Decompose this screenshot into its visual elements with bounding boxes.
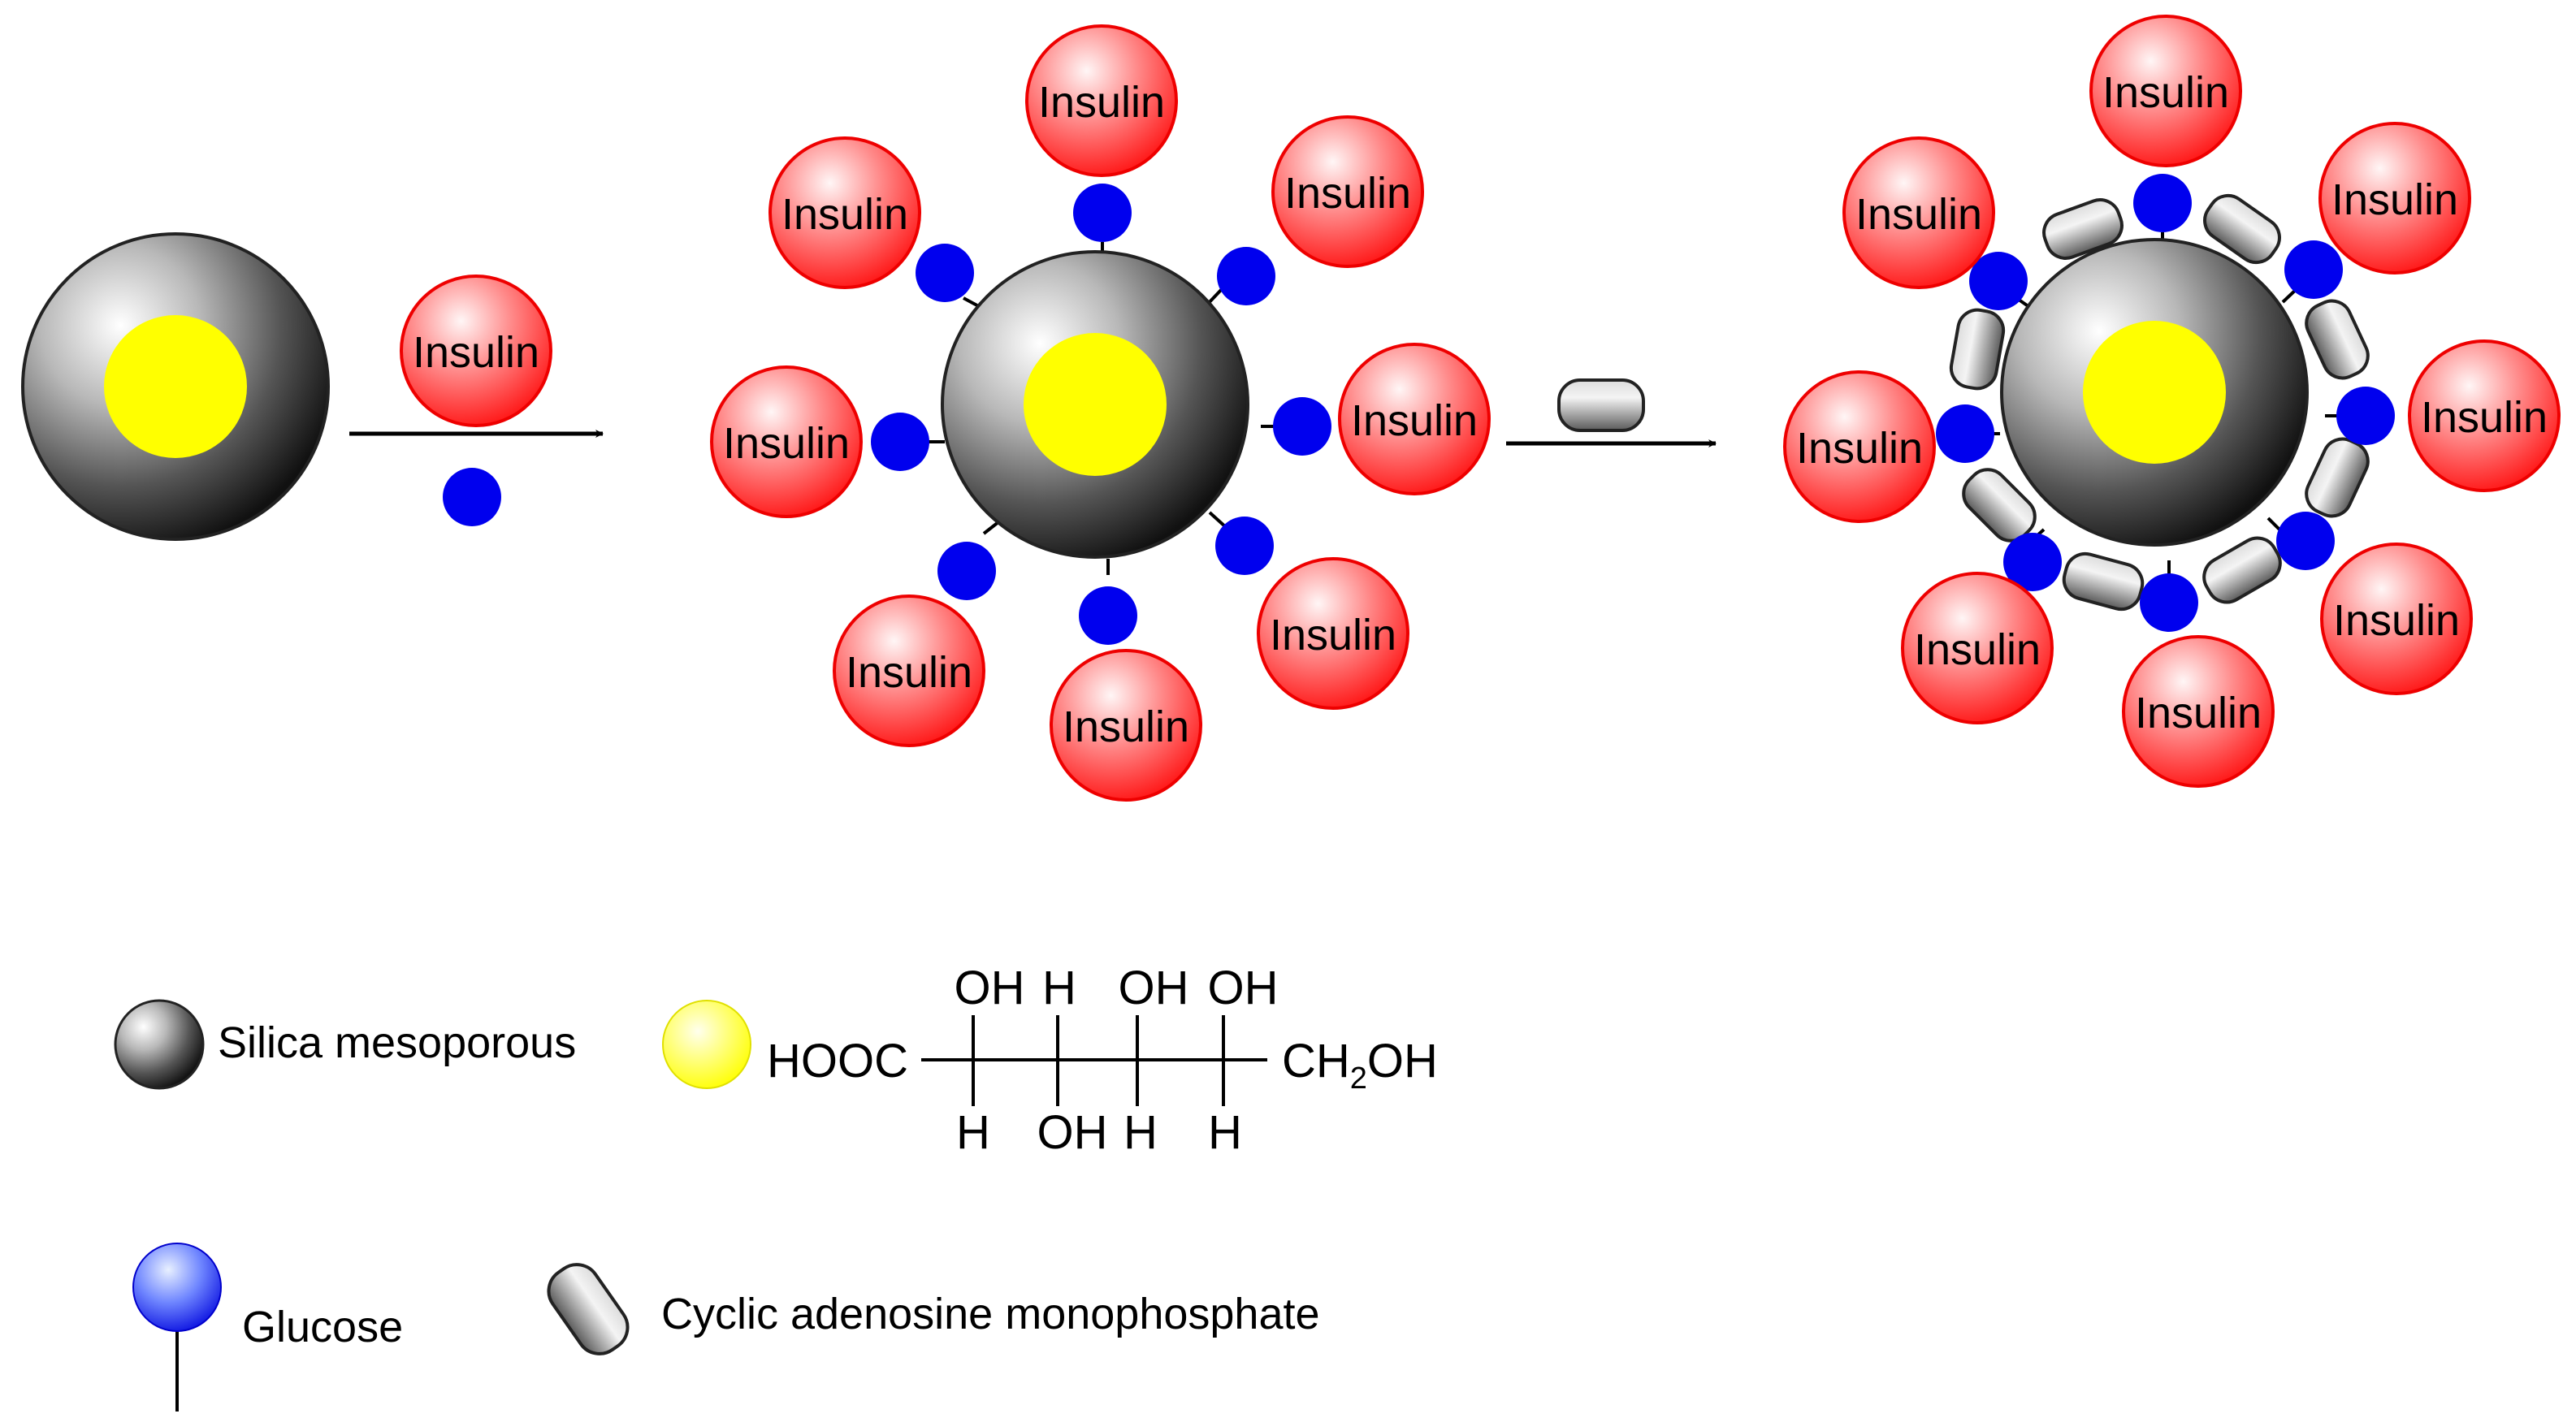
insulin-ball: Insulin	[833, 594, 985, 747]
camp-capsule-icon	[2062, 551, 2145, 612]
glucose-dots	[871, 184, 1331, 645]
legend-camp: Cyclic adenosine monophosphate	[547, 1263, 1320, 1355]
insulin-ball: Insulin	[2408, 339, 2561, 492]
reaction-step-2	[1506, 378, 1717, 447]
svg-text:Insulin: Insulin	[1796, 424, 1923, 473]
svg-text:Insulin: Insulin	[2333, 596, 2460, 645]
stage-2-glucose-insulin-particle: Insulin Insulin Insulin Insulin Insulin …	[710, 24, 1491, 802]
svg-text:Insulin: Insulin	[723, 419, 850, 468]
camp-capsule-ring	[1949, 193, 2370, 612]
gluconic-acid-core	[1024, 333, 1167, 476]
formula-top-3: OH	[1119, 962, 1189, 1014]
legend: Silica mesoporous HOOC OH H OH OH H OH H…	[114, 962, 1438, 1412]
svg-text:Insulin: Insulin	[1038, 78, 1165, 127]
insulin-ball: Insulin	[1842, 136, 1995, 289]
insulin-ring: Insulin Insulin Insulin Insulin Insulin …	[710, 24, 1491, 802]
formula-top-2: H	[1042, 962, 1076, 1014]
formula-right-group: CH2OH	[1282, 1035, 1438, 1096]
svg-text:Insulin: Insulin	[1284, 169, 1411, 218]
insulin-reagent	[400, 275, 552, 427]
insulin-ball: Insulin	[1901, 572, 2054, 724]
svg-text:Insulin: Insulin	[2421, 393, 2548, 442]
stage-3-camp-capped-particle: Insulin Insulin Insulin Insulin Insulin …	[1783, 15, 2561, 788]
insulin-ball: Insulin	[2089, 15, 2242, 167]
glucose-reagent	[443, 468, 501, 526]
camp-capsule-icon	[2305, 437, 2370, 518]
gluconic-acid-formula: HOOC OH H OH OH H OH H H CH2OH	[767, 962, 1438, 1159]
insulin-ball: Insulin	[1257, 557, 1409, 710]
svg-text:Insulin: Insulin	[1063, 703, 1189, 751]
svg-text:Insulin: Insulin	[1351, 396, 1478, 445]
svg-text:Insulin: Insulin	[846, 648, 972, 697]
insulin-ring: Insulin Insulin Insulin Insulin Insulin …	[1783, 15, 2561, 788]
svg-text:Insulin: Insulin	[2331, 175, 2458, 224]
insulin-ball: Insulin	[2320, 543, 2473, 695]
svg-text:Insulin: Insulin	[2102, 68, 2229, 117]
glucose-icon	[132, 1243, 222, 1332]
gluconic-acid-core	[104, 315, 247, 458]
camp-capsule-icon	[1949, 308, 2006, 391]
formula-bottom-1: H	[956, 1106, 990, 1159]
camp-capsule-icon	[1557, 378, 1645, 432]
camp-capsule-icon	[2305, 299, 2370, 380]
formula-bottom-3: H	[1123, 1106, 1158, 1159]
insulin-ball: Insulin	[1783, 370, 1936, 523]
svg-text:Insulin: Insulin	[1270, 611, 1396, 659]
glucose-dots	[1936, 174, 2395, 632]
svg-text:Insulin: Insulin	[1855, 190, 1982, 239]
legend-glucose: Glucose	[132, 1243, 403, 1412]
insulin-ball: Insulin	[2318, 122, 2471, 275]
formula-bottom-2: OH	[1037, 1106, 1108, 1159]
gluconic-acid-core-icon	[662, 1000, 751, 1089]
insulin-ball: Insulin	[1338, 343, 1491, 495]
formula-left-group: HOOC	[767, 1035, 908, 1087]
insulin-ball: Insulin	[710, 365, 863, 518]
camp-capsule-icon	[2042, 198, 2124, 260]
legend-silica: Silica mesoporous	[114, 999, 576, 1090]
legend-glucose-label: Glucose	[242, 1303, 403, 1351]
silica-sphere-icon	[114, 999, 205, 1090]
camp-capsule-icon	[547, 1263, 630, 1355]
svg-text:Insulin: Insulin	[2135, 689, 2262, 737]
legend-silica-label: Silica mesoporous	[218, 1018, 576, 1067]
stage-1-bare-particle	[21, 232, 330, 541]
svg-text:Insulin: Insulin	[1914, 625, 2041, 674]
insulin-ball: Insulin	[1050, 649, 1202, 802]
insulin-reagent-label: Insulin	[413, 328, 539, 377]
formula-bottom-4: H	[1208, 1106, 1242, 1159]
camp-capsule-icon	[2202, 536, 2282, 604]
insulin-ball: Insulin	[2122, 635, 2275, 788]
insulin-ball: Insulin	[1025, 24, 1178, 177]
svg-text:Insulin: Insulin	[781, 190, 908, 239]
formula-top-1: OH	[955, 962, 1025, 1014]
legend-core	[662, 1000, 751, 1089]
legend-camp-label: Cyclic adenosine monophosphate	[661, 1290, 1320, 1338]
camp-capsule-icon	[1962, 468, 2037, 543]
camp-capsule-icon	[2203, 193, 2281, 265]
formula-top-4: OH	[1208, 962, 1279, 1014]
insulin-ball: Insulin	[768, 136, 921, 289]
gluconic-acid-core	[2083, 321, 2226, 464]
insulin-ball: Insulin	[1271, 115, 1424, 268]
reaction-step-1: Insulin	[349, 275, 604, 526]
